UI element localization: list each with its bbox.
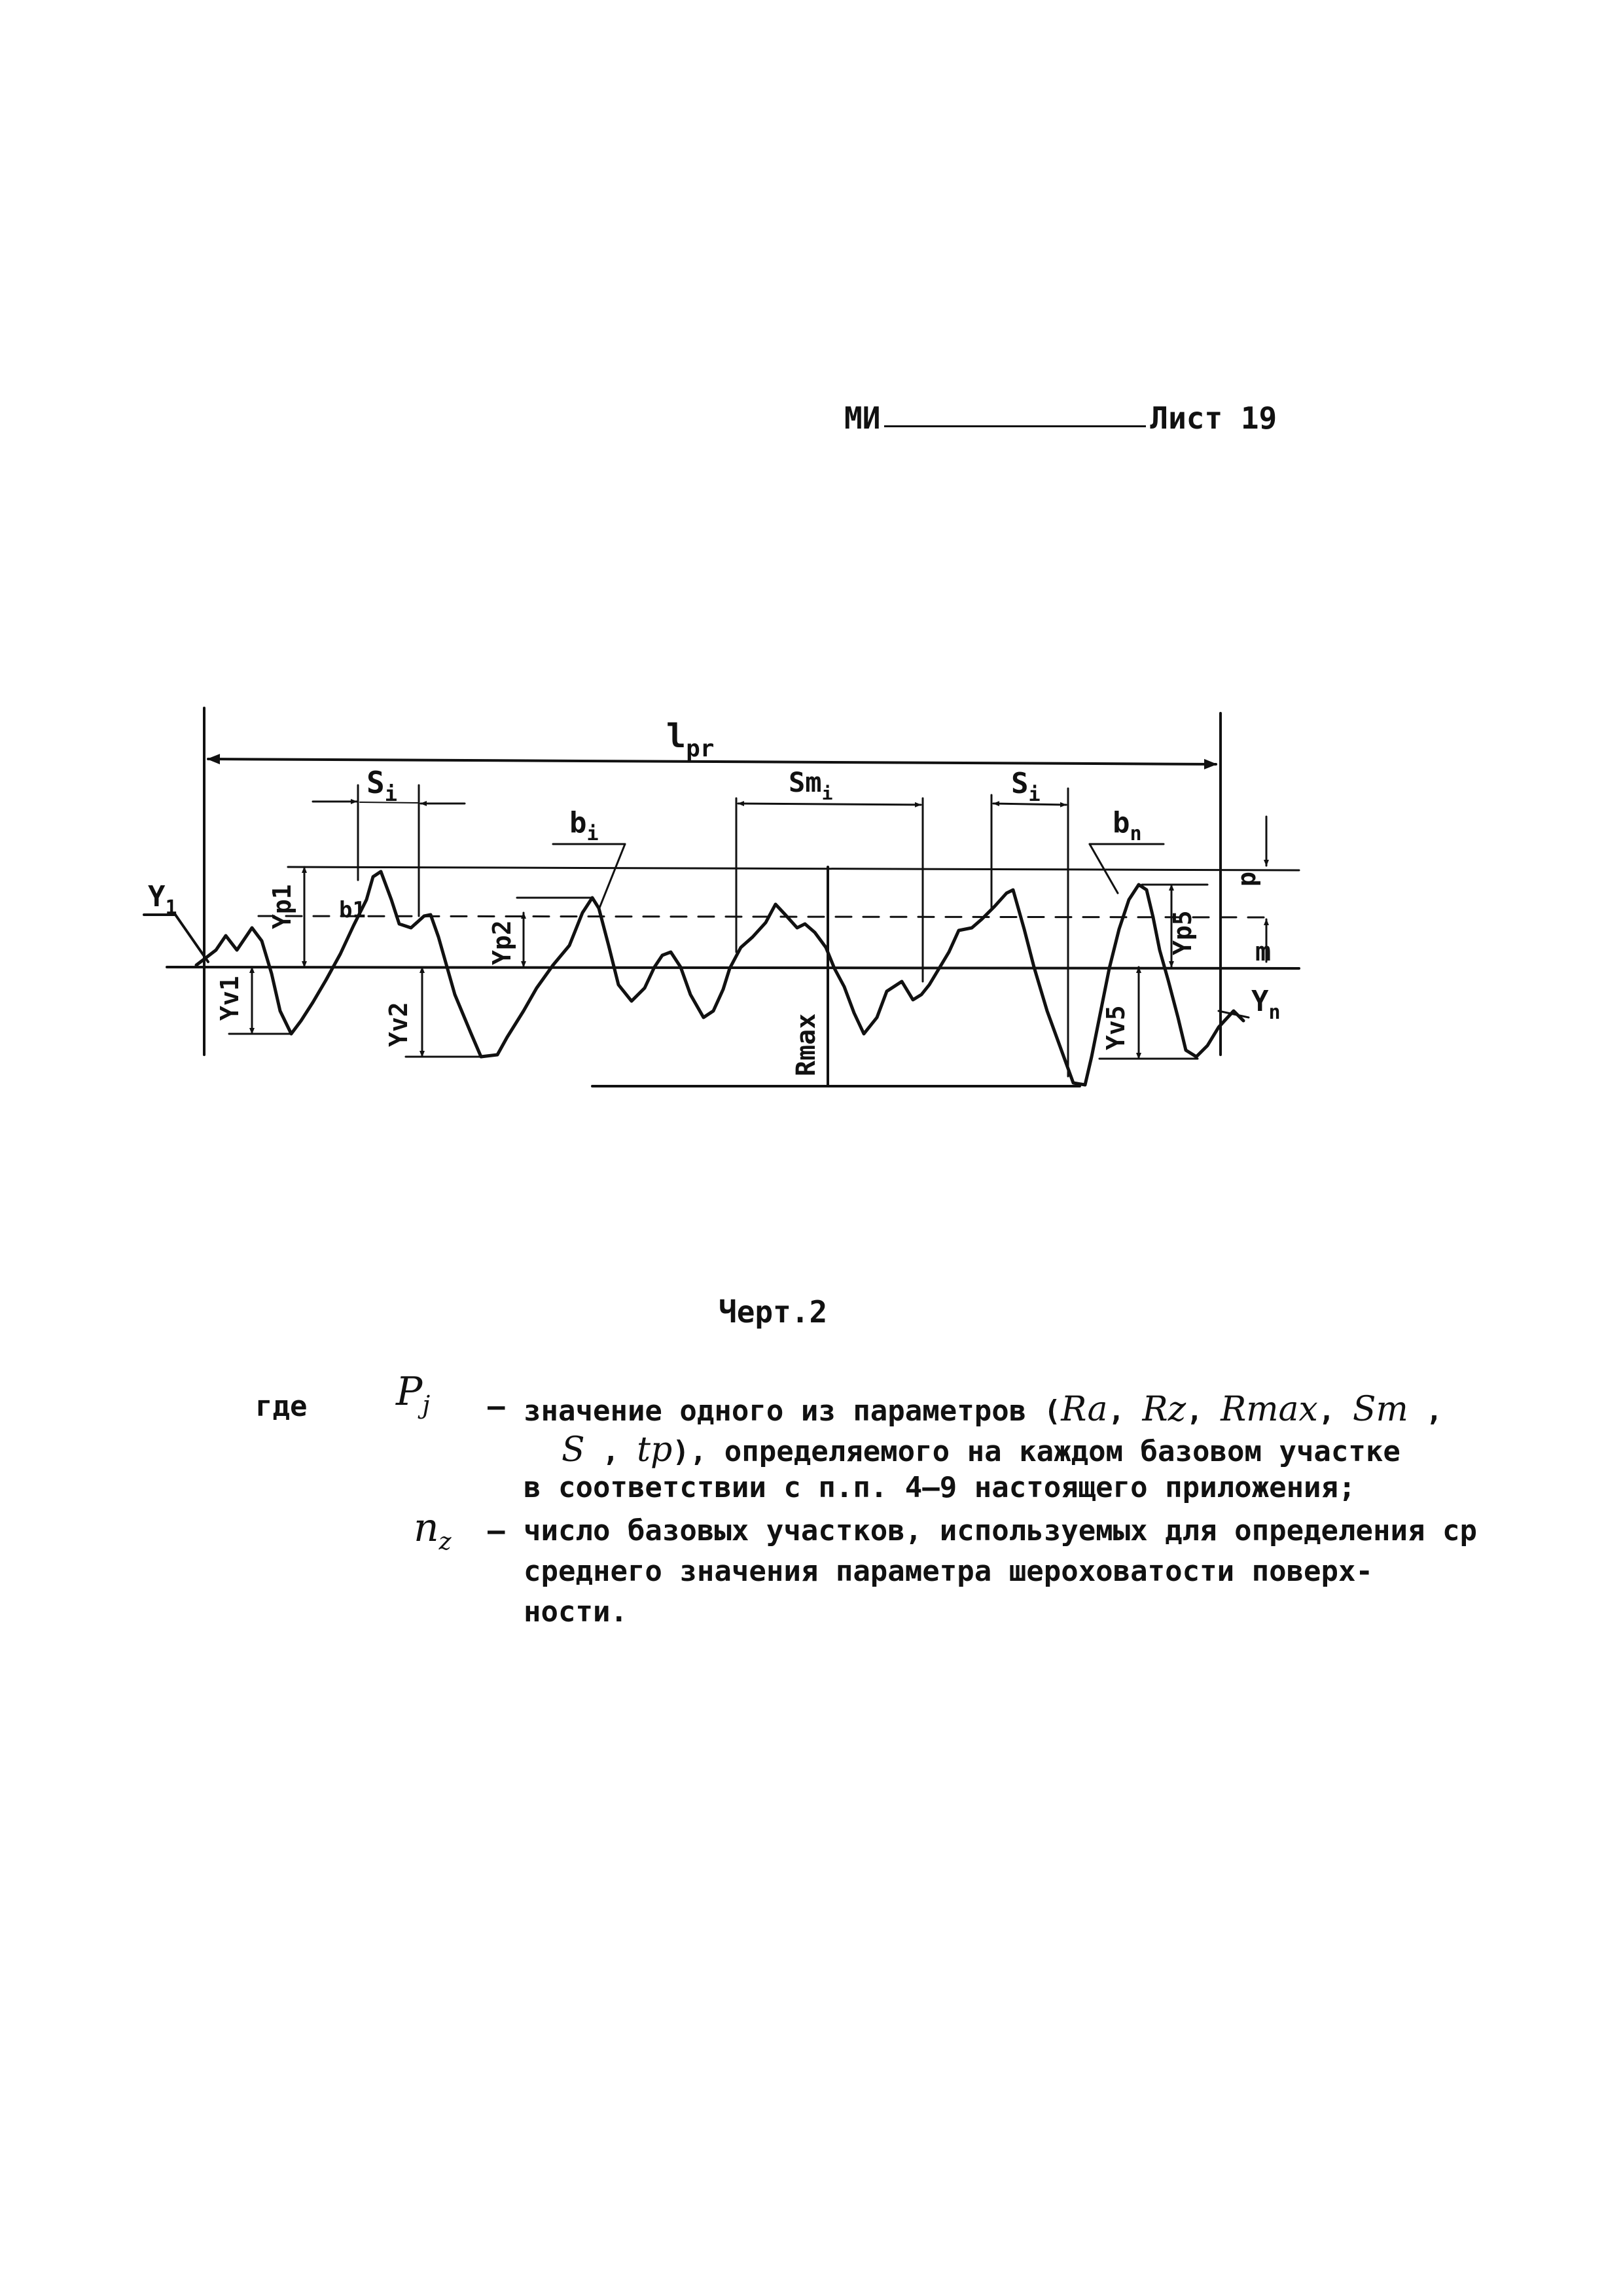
lpr-dimension-line: [207, 754, 1217, 769]
bn-label: bn: [1113, 806, 1142, 845]
yp5-label: Yp5: [1168, 910, 1197, 955]
yv2-label: Yv2: [384, 1002, 413, 1047]
yn-label: Yn: [1251, 985, 1281, 1024]
yp1-label: Yp1: [268, 884, 296, 929]
surface-profile-curve: [194, 870, 1245, 1087]
explanation-line-4: число базовых участков, используемых для…: [524, 1514, 1477, 1547]
rmax-label: Rmax: [791, 1014, 821, 1076]
si-right-label: Si: [1011, 767, 1041, 806]
explanation-line-1: значение одного из параметров (Ra, Rz, R…: [524, 1390, 1443, 1429]
yv1-label: Yv1: [215, 976, 244, 1021]
yv5-label: Yv5: [1101, 1005, 1130, 1050]
smi-label: Smi: [789, 766, 832, 804]
section-level-dashed-line: [257, 915, 1271, 919]
doc-code: МИ: [844, 400, 881, 436]
si-left-label: Si: [366, 765, 397, 806]
explanation-line-6: ности.: [524, 1595, 628, 1629]
dash-1: –: [488, 1390, 505, 1423]
sheet-number: Лист 19: [1150, 400, 1277, 436]
sheet-header: МИ Лист 19: [844, 400, 1277, 436]
yp2-label: Yp2: [488, 920, 516, 965]
lpr-label: lpr: [666, 717, 714, 762]
explanation-line-2: S , tp), определяемого на каждом базовом…: [562, 1430, 1400, 1470]
peak-reference-line: [287, 866, 1300, 872]
bi-label: bi: [569, 806, 599, 845]
doc-number-blank: [884, 425, 1147, 427]
p-label: p: [1232, 872, 1261, 887]
explanation-line-5: среднего значения параметра шероховатост…: [524, 1555, 1374, 1588]
m-label: m: [1255, 937, 1271, 967]
mean-line-m: [166, 966, 1300, 970]
explanation-line-3: в соответствии с п.п. 4–9 настоящего при…: [524, 1471, 1356, 1504]
n-z-symbol: nz: [414, 1505, 452, 1555]
b1-small-label: b1: [339, 897, 366, 923]
p-j-symbol: Pj: [396, 1369, 431, 1419]
figure-caption: Черт.2: [719, 1294, 828, 1330]
where-label: где: [255, 1390, 308, 1423]
y1-label: Y1: [148, 880, 177, 919]
dash-2: –: [488, 1514, 505, 1547]
